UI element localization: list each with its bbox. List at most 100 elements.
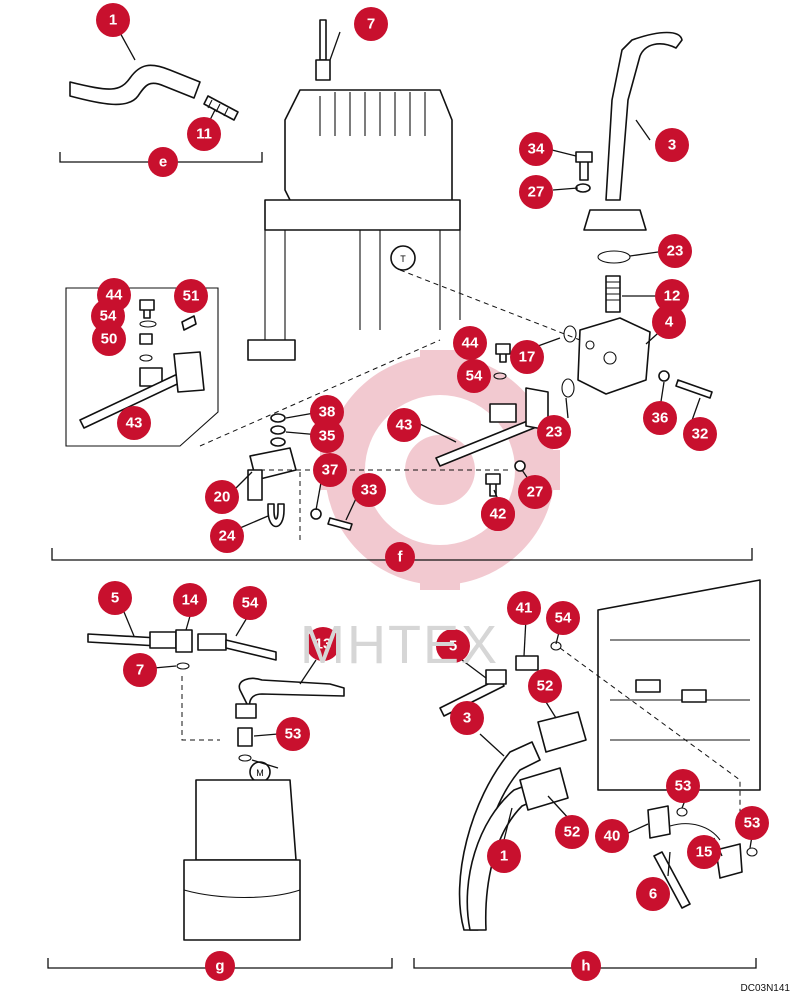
callout-e-1: 1 xyxy=(96,3,130,37)
callout-number: 44 xyxy=(462,335,479,352)
callout-number: 54 xyxy=(242,595,259,612)
callout-h-52: 52 xyxy=(555,815,589,849)
callout-number: 3 xyxy=(463,710,471,727)
callout-f-7: 7 xyxy=(354,7,388,41)
callout-f-27-repeat: 27 xyxy=(518,475,552,509)
callout-h-54-repeat: 54 xyxy=(546,601,580,635)
callout-f-37: 37 xyxy=(313,453,347,487)
callout-f-4: 4 xyxy=(652,305,686,339)
callout-f-17: 17 xyxy=(510,340,544,374)
callout-f-51: 51 xyxy=(174,279,208,313)
callout-f-42-repeat: 42 xyxy=(481,497,515,531)
callout-f-35: 35 xyxy=(310,419,344,453)
svg-text:g: g xyxy=(215,958,224,975)
callout-e-11: 11 xyxy=(187,117,221,151)
svg-text:f: f xyxy=(398,549,404,566)
callout-number: 1 xyxy=(109,12,117,29)
callout-number: 42 xyxy=(490,506,507,523)
callout-number: 52 xyxy=(537,678,554,695)
callout-number: 24 xyxy=(219,528,236,545)
reference-code: DC03N141 xyxy=(740,983,790,994)
section-e-drawing xyxy=(59,64,263,163)
callout-number: 27 xyxy=(527,484,544,501)
callout-number: 15 xyxy=(696,844,713,861)
callout-number: 7 xyxy=(136,662,144,679)
callout-number: 54 xyxy=(555,610,572,627)
callout-f-54-repeat: 54 xyxy=(457,359,491,393)
callout-number: 33 xyxy=(361,482,378,499)
callout-f-34: 34 xyxy=(519,132,553,166)
section-label-h: h xyxy=(571,951,601,981)
section-label-f: f xyxy=(385,542,415,572)
watermark-text: MHTEX xyxy=(300,615,499,675)
section-f-drawing: T xyxy=(51,19,753,561)
callout-number: 53 xyxy=(744,815,761,832)
callout-number: 5 xyxy=(111,590,119,607)
callout-f-23: 23 xyxy=(658,234,692,268)
callout-number: 12 xyxy=(664,288,681,305)
callout-g-54: 54 xyxy=(233,586,267,620)
section-label-e: e xyxy=(148,147,178,177)
callout-number: 1 xyxy=(500,848,508,865)
callout-g-14: 14 xyxy=(173,583,207,617)
callout-number: 36 xyxy=(652,410,669,427)
callout-f-23-repeat: 23 xyxy=(537,415,571,449)
callout-f-36: 36 xyxy=(643,401,677,435)
callout-h-3-repeat: 3 xyxy=(450,701,484,735)
callout-number: 52 xyxy=(564,824,581,841)
callout-number: 23 xyxy=(546,424,563,441)
callout-h-52-repeat: 52 xyxy=(528,669,562,703)
callout-h-15: 15 xyxy=(687,835,721,869)
callout-number: 43 xyxy=(126,415,143,432)
callout-number: 53 xyxy=(675,778,692,795)
callout-f-50: 50 xyxy=(92,322,126,356)
callout-number: 20 xyxy=(214,489,231,506)
callout-h-53-repeat: 53 xyxy=(735,806,769,840)
callout-number: 13 xyxy=(315,636,332,653)
callout-g-53: 53 xyxy=(276,717,310,751)
callout-g-5: 5 xyxy=(98,581,132,615)
callout-number: 6 xyxy=(649,886,657,903)
callout-number: 17 xyxy=(519,349,536,366)
callout-h-5-repeat: 5 xyxy=(436,629,470,663)
callout-number: 43 xyxy=(396,417,413,434)
callout-h-53-repeat: 53 xyxy=(666,769,700,803)
callout-number: 38 xyxy=(319,404,336,421)
callout-f-27: 27 xyxy=(519,175,553,209)
callout-number: 34 xyxy=(528,141,545,158)
callout-number: 11 xyxy=(196,126,212,143)
marker-M-label: M xyxy=(256,768,264,778)
callout-number: 3 xyxy=(668,137,676,154)
callout-number: 5 xyxy=(449,638,457,655)
callout-number: 54 xyxy=(100,308,117,325)
callout-f-12: 12 xyxy=(655,279,689,313)
section-g-drawing: M xyxy=(47,629,393,969)
callout-f-43-repeat: 43 xyxy=(387,408,421,442)
callout-number: 54 xyxy=(466,368,483,385)
svg-text:e: e xyxy=(159,154,167,171)
callout-h-6: 6 xyxy=(636,877,670,911)
svg-text:h: h xyxy=(581,958,590,975)
callout-h-1: 1 xyxy=(487,839,521,873)
callout-number: 7 xyxy=(367,16,375,33)
callout-f-3: 3 xyxy=(655,128,689,162)
callout-number: 27 xyxy=(528,184,545,201)
marker-T-label: T xyxy=(400,254,406,264)
callout-number: 23 xyxy=(667,243,684,260)
section-label-g: g xyxy=(205,951,235,981)
callout-f-32: 32 xyxy=(683,417,717,451)
callout-f-38: 38 xyxy=(310,395,344,429)
callout-f-44-repeat: 44 xyxy=(453,326,487,360)
callout-number: 35 xyxy=(319,428,336,445)
callout-f-20: 20 xyxy=(205,480,239,514)
callout-g-13: 13 xyxy=(306,627,340,661)
callout-number: 50 xyxy=(101,331,118,348)
callout-h-40: 40 xyxy=(595,819,629,853)
callout-f-43: 43 xyxy=(117,406,151,440)
callout-number: 41 xyxy=(516,600,533,617)
callout-f-33: 33 xyxy=(352,473,386,507)
callout-number: 51 xyxy=(183,288,200,305)
callout-h-41: 41 xyxy=(507,591,541,625)
callout-number: 32 xyxy=(692,426,709,443)
